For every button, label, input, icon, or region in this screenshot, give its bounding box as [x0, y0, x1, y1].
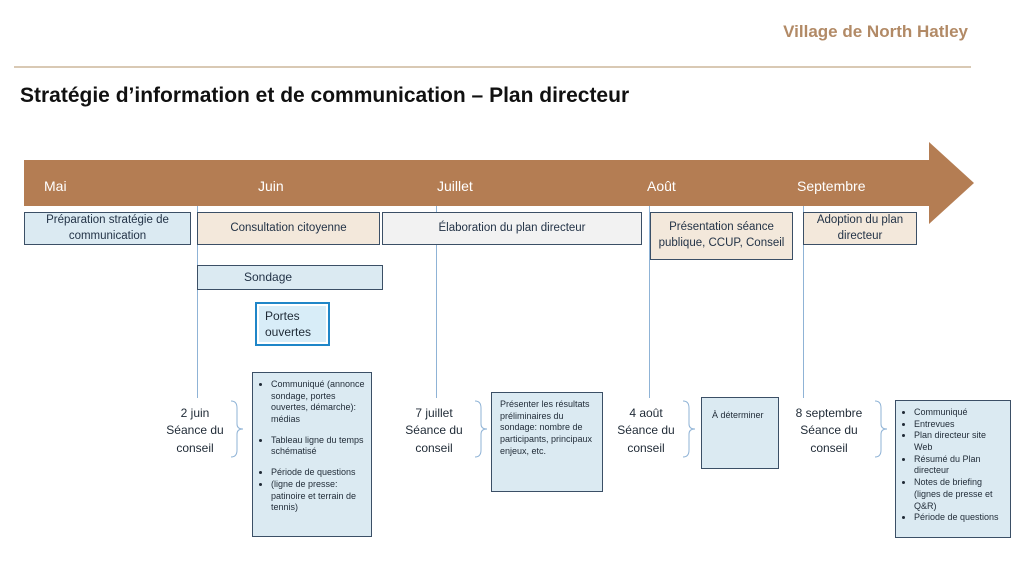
brand-name: Village de North Hatley: [783, 22, 968, 41]
notes-septembre-item: Communiqué: [914, 407, 1004, 419]
notes-aout: À déterminer: [701, 397, 779, 469]
brace-juillet: [474, 400, 488, 458]
phase-preparation: Préparation stratégie de communication: [24, 212, 191, 245]
meeting-juin-label: Séance du: [166, 423, 224, 438]
meeting-juin-date: 2 juin: [180, 406, 210, 420]
phase-consultation: Consultation citoyenne: [197, 212, 380, 245]
brace-juin: [230, 400, 244, 458]
phase-presentation: Présentation séance publique, CCUP, Cons…: [650, 212, 793, 260]
meeting-septembre-date: 8 septembre: [795, 406, 863, 420]
activity-portes-ouvertes: Portes ouvertes: [255, 302, 330, 346]
meeting-juillet: 7 juillet Séance du conseil: [398, 405, 470, 458]
header-divider: [14, 66, 971, 68]
meeting-juin-label2: conseil: [176, 440, 214, 455]
notes-septembre: Communiqué Entrevues Plan directeur site…: [895, 400, 1011, 538]
meeting-aout-date: 4 août: [629, 406, 663, 420]
notes-juin: Communiqué (annonce sondage, portes ouve…: [252, 372, 372, 537]
month-juillet: Juillet: [437, 178, 473, 194]
notes-septembre-item: Entrevues: [914, 419, 1004, 431]
meeting-aout: 4 août Séance du conseil: [612, 405, 680, 458]
month-juin: Juin: [258, 178, 284, 194]
timeline-line-juillet: [436, 206, 437, 398]
month-septembre: Septembre: [797, 178, 866, 194]
meeting-aout-label2: conseil: [627, 440, 665, 455]
notes-septembre-item: Résumé du Plan directeur: [914, 454, 1004, 477]
notes-juin-item: Période de questions: [271, 467, 365, 479]
meeting-juillet-label: Séance du: [405, 423, 463, 438]
meeting-septembre: 8 septembre Séance du conseil: [784, 405, 874, 458]
month-aout: Août: [647, 178, 676, 194]
meeting-juillet-date: 7 juillet: [415, 406, 453, 420]
page-title: Stratégie d’information et de communicat…: [20, 84, 630, 107]
notes-septembre-item: Plan directeur site Web: [914, 430, 1004, 453]
activity-sondage: Sondage: [197, 265, 383, 290]
phase-elaboration: Élaboration du plan directeur: [382, 212, 642, 245]
notes-juin-item: Tableau ligne du temps schématisé: [271, 435, 365, 458]
meeting-aout-label: Séance du: [617, 423, 675, 438]
notes-septembre-item: Période de questions: [914, 512, 1004, 524]
brace-septembre: [874, 400, 888, 458]
notes-septembre-item: Notes de briefing (lignes de presse et Q…: [914, 477, 1004, 512]
notes-juillet-text: Présenter les résultats préliminaires du…: [500, 399, 593, 456]
notes-aout-text: À déterminer: [712, 410, 764, 420]
month-mai: Mai: [44, 178, 67, 194]
notes-juillet: Présenter les résultats préliminaires du…: [491, 392, 603, 492]
timeline-line-juin: [197, 206, 198, 398]
phase-adoption: Adoption du plan directeur: [803, 212, 917, 245]
meeting-septembre-label2: conseil: [810, 440, 848, 455]
notes-juin-item: (ligne de presse: patinoire et terrain d…: [271, 479, 365, 514]
meeting-juillet-label2: conseil: [415, 440, 453, 455]
timeline-line-aout: [649, 206, 650, 398]
timeline-line-septembre: [803, 206, 804, 398]
meeting-septembre-label: Séance du: [800, 423, 858, 438]
timeline-arrow: [24, 142, 974, 224]
meeting-juin: 2 juin Séance du conseil: [163, 405, 227, 458]
brace-aout: [682, 400, 696, 458]
notes-juin-item: Communiqué (annonce sondage, portes ouve…: [271, 379, 365, 426]
